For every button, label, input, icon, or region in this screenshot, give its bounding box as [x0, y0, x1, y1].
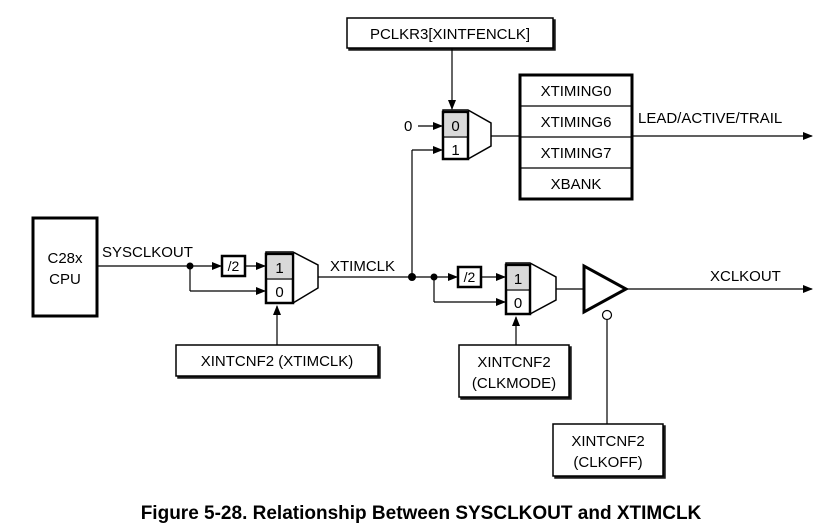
- sysclkout-label: SYSCLKOUT: [102, 244, 193, 261]
- table-row: XBANK: [551, 176, 602, 193]
- mux-1: 1 0: [264, 251, 319, 305]
- timing-register-table: XTIMING0 XTIMING6 XTIMING7 XBANK: [518, 73, 634, 201]
- junction-dot: [186, 262, 194, 270]
- zero-input-label: 0: [404, 118, 412, 135]
- mux-2-input-b: 0: [514, 295, 522, 312]
- xtimclk-label: XTIMCLK: [330, 258, 395, 275]
- cpu-block: C28x CPU: [31, 216, 99, 318]
- lead-active-trail-label: LEAD/ACTIVE/TRAIL: [638, 110, 782, 127]
- table-row: XTIMING6: [541, 114, 612, 131]
- mux-top: 0 1: [441, 109, 492, 161]
- xintcnf2-clkmode-line1: XINTCNF2: [477, 354, 550, 371]
- xintcnf2-xtimclk-label: XINTCNF2 (XTIMCLK): [201, 353, 354, 370]
- divider-2-label: /2: [464, 269, 476, 285]
- sysclkout-wires: [97, 262, 266, 295]
- mux-top-input-b: 1: [451, 142, 459, 159]
- figure-caption: Figure 5-28. Relationship Between SYSCLK…: [141, 503, 702, 524]
- mux-2-input-a: 1: [514, 271, 522, 288]
- pclkr3-label: PCLKR3[XINTFENCLK]: [370, 26, 530, 43]
- pclkr3-block: PCLKR3[XINTFENCLK]: [346, 17, 554, 110]
- cpu-label-line1: C28x: [47, 250, 83, 267]
- xintcnf2-clkoff-block: XINTCNF2 (CLKOFF): [552, 320, 664, 477]
- mux-1-input-a: 1: [275, 260, 283, 277]
- xintcnf2-clkmode-line2: (CLKMODE): [472, 375, 556, 392]
- xclkout-label: XCLKOUT: [710, 268, 781, 285]
- divider-1: /2: [220, 254, 247, 278]
- xintcnf2-clkmode-block: XINTCNF2 (CLKMODE): [458, 316, 570, 398]
- mux-1-input-b: 0: [275, 284, 283, 301]
- table-row: XTIMING7: [541, 145, 612, 162]
- enable-bubble: [601, 309, 613, 321]
- cpu-label-line2: CPU: [49, 271, 81, 288]
- xclkout-buffer: [582, 263, 630, 321]
- junction-dot: [408, 273, 416, 281]
- table-row: XTIMING0: [541, 83, 612, 100]
- junction-dot: [430, 273, 438, 281]
- xintcnf2-xtimclk-block: XINTCNF2 (XTIMCLK): [175, 305, 379, 377]
- mux-top-input-a: 0: [451, 118, 459, 135]
- mux-2: 1 0: [504, 262, 557, 316]
- xintcnf2-clkoff-line2: (CLKOFF): [573, 454, 642, 471]
- divider-2: /2: [456, 265, 483, 289]
- xintcnf2-clkoff-line1: XINTCNF2: [571, 433, 644, 450]
- divider-1-label: /2: [228, 258, 240, 274]
